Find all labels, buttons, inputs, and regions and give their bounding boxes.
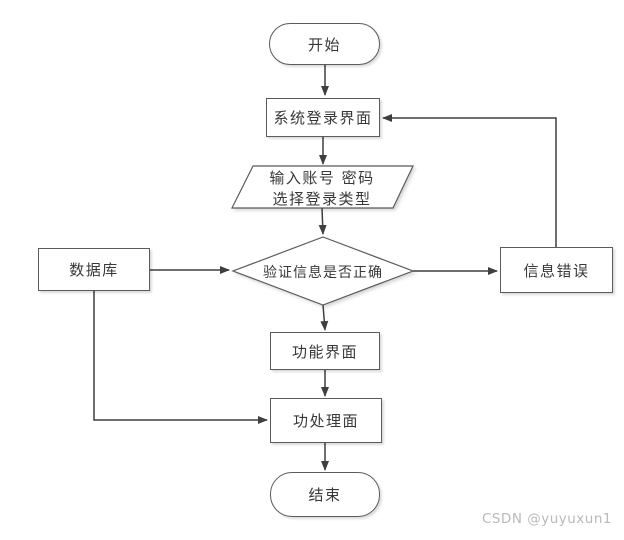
edge-verify-function <box>320 304 329 331</box>
csdn-watermark: CSDN @yuyuxun1 <box>481 511 612 527</box>
node-info-error: 信息错误 <box>500 247 613 293</box>
node-input-credentials-label: 输入账号 密码 选择登录类型 <box>242 168 402 210</box>
node-function-screen-label: 功能界面 <box>291 342 358 361</box>
node-login-screen-label: 系统登录界面 <box>273 109 373 127</box>
node-database-label: 数据库 <box>69 261 119 279</box>
node-end-label: 结束 <box>308 486 342 504</box>
node-info-error-label: 信息错误 <box>523 261 590 280</box>
node-login-screen: 系统登录界面 <box>266 98 380 137</box>
node-process-screen-label: 功处理面 <box>292 412 359 430</box>
input-credentials-line2: 选择登录类型 <box>272 190 372 208</box>
node-start: 开始 <box>269 23 380 65</box>
node-function-screen: 功能界面 <box>270 332 380 370</box>
edge-database-process <box>93 291 268 424</box>
edge-error-login-feedback <box>382 114 557 247</box>
node-verify-decision-label: 验证信息是否正确 <box>263 265 383 281</box>
node-process-screen: 功处理面 <box>270 398 382 443</box>
input-credentials-line1: 输入账号 密码 <box>269 169 375 187</box>
node-database: 数据库 <box>38 248 150 291</box>
node-start-label: 开始 <box>307 35 341 54</box>
edge-input-verify <box>318 207 327 235</box>
io-parallelogram-shape <box>231 165 414 209</box>
node-end: 结束 <box>270 472 380 517</box>
